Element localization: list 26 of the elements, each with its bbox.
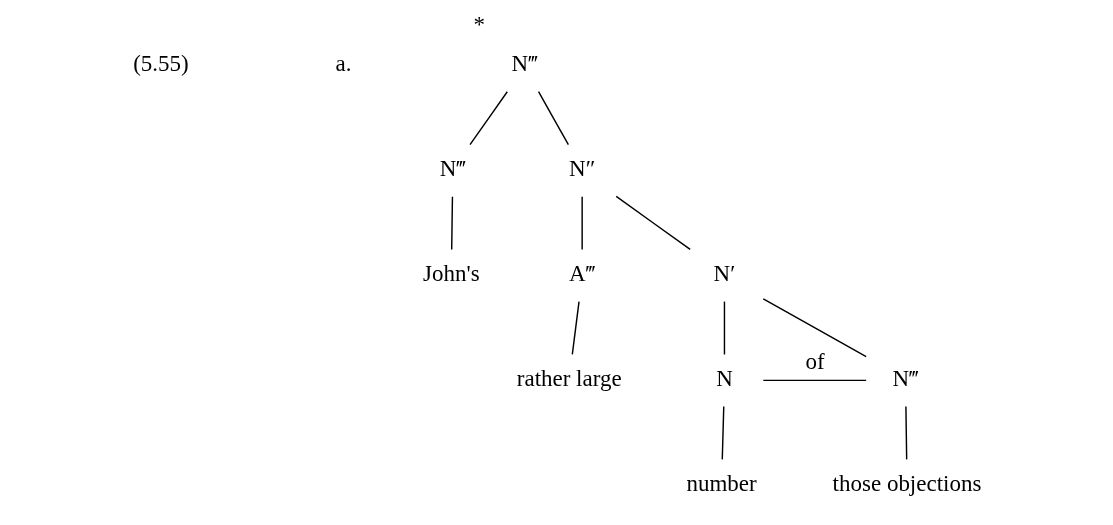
node-text: rather large [516, 365, 622, 391]
connector [762, 379, 867, 382]
node-text: A‴ [568, 260, 595, 286]
connector [762, 298, 867, 358]
edge-label: of [804, 348, 825, 374]
connector [537, 91, 569, 146]
connector [450, 195, 453, 251]
connector [721, 405, 724, 461]
connector [580, 195, 583, 251]
node-text: John's [422, 260, 480, 286]
node-text: N‴ [511, 51, 538, 77]
node-text: those objections [832, 470, 981, 496]
connector [571, 300, 580, 356]
node-text: N″ [568, 155, 595, 181]
node-text: N‴ [891, 365, 919, 391]
node-text: N‴ [439, 155, 466, 181]
connector [468, 91, 508, 146]
label: (5.55) [132, 51, 189, 77]
node-text: N [715, 365, 733, 391]
label: a. [335, 51, 352, 77]
node-label: * [473, 12, 485, 38]
connector [723, 300, 725, 356]
node-text: N′ [713, 260, 735, 286]
connector [904, 405, 907, 461]
connector [615, 195, 691, 251]
node-text: number [685, 470, 757, 496]
